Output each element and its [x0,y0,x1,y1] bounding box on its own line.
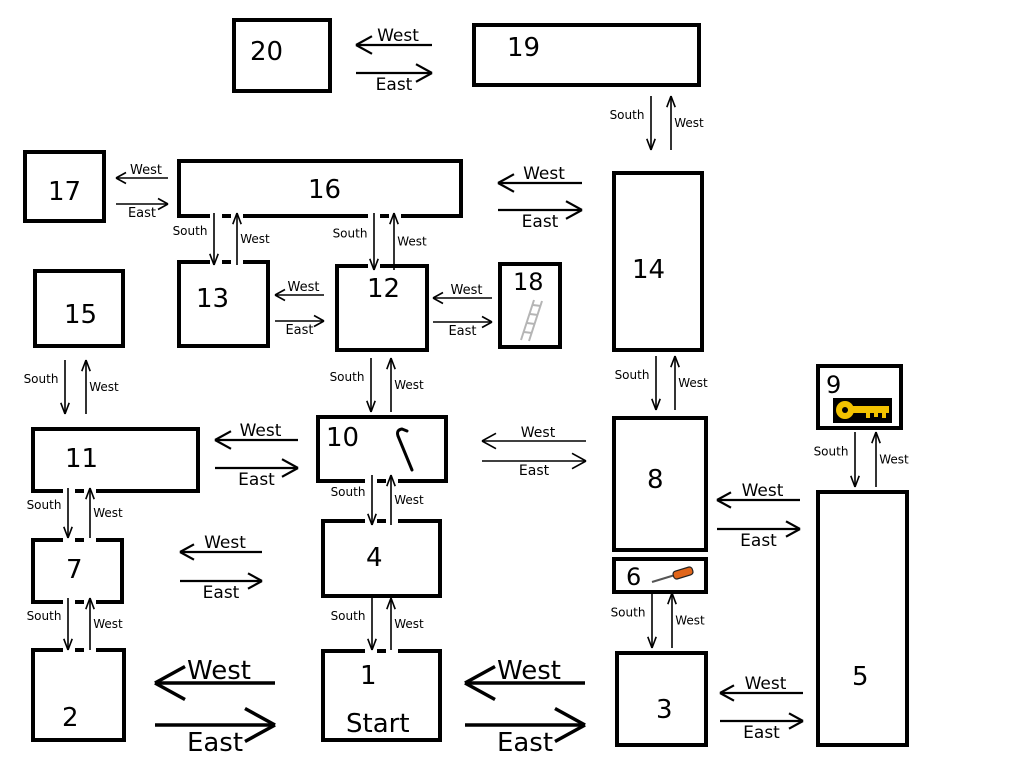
room-20-label: 20 [250,37,283,67]
east-label-11-10: East [238,470,275,490]
room-3-label: 3 [656,695,673,725]
room-6[interactable] [612,557,708,594]
south-label-11-7: South [27,498,62,512]
west-label-v-16-13: West [240,232,270,246]
west-label-12-18: West [451,283,483,298]
room-16[interactable] [177,159,463,218]
room-5[interactable] [816,490,909,747]
south-label-4-1: South [331,609,366,623]
room-5-label: 5 [852,662,869,692]
direction-labels: WestEastWestEastWestEastWestEastWestEast… [24,26,909,758]
east-label-8-5: East [740,531,777,551]
south-label-16-12: South [333,227,368,241]
room-16-label: 16 [308,175,341,205]
room-17[interactable] [23,150,106,223]
room-15-label: 15 [64,300,97,330]
south-label-9-5: South [814,445,849,459]
east-label-1-3: East [497,728,553,758]
east-label-17-16: East [128,206,156,221]
west-label-20-19: West [377,26,419,46]
room-18[interactable] [498,262,562,349]
room-1-start-label: Start [346,709,410,739]
room-19-label: 19 [507,33,540,63]
room-17-label: 17 [48,177,81,207]
east-label-10-8: East [519,463,550,479]
room-6-label: 6 [626,563,641,591]
south-label-6-3: South [611,606,646,620]
screwdriver-icon [651,566,694,583]
west-label-2-1: West [187,656,251,686]
room-14-label: 14 [632,255,665,285]
west-label-17-16: West [130,163,162,178]
west-label-3-5: West [745,674,787,694]
west-label-11-10: West [240,421,282,441]
room-12-label: 12 [367,274,400,304]
west-label-16-14: West [523,164,565,184]
west-label-1-3: West [497,656,561,686]
connection-arrows [60,35,881,744]
east-label-2-1: East [187,728,243,758]
room-11[interactable] [31,427,200,493]
room-20[interactable] [232,18,332,93]
west-label-v-12-10: West [394,378,424,392]
west-label-v-14-8: West [678,376,708,390]
west-label-v-9-5: West [879,453,909,467]
room-15[interactable] [33,269,125,348]
room-12[interactable] [335,264,429,352]
room-8[interactable] [612,416,708,552]
east-label-13-12: East [285,323,313,338]
east-label-3-5: East [743,723,780,743]
west-label-13-12: West [288,280,320,295]
room-11-label: 11 [65,444,98,474]
room-labels: 20 19 17 16 14 15 13 12 18 9 11 10 8 7 4… [48,33,869,739]
west-label-v-7-2: West [93,617,123,631]
crowbar-icon [396,427,414,472]
west-label-v-19-14: West [674,116,704,130]
west-label-v-16-12: West [397,235,427,249]
room-2-label: 2 [62,703,79,733]
west-label-10-8: West [521,425,556,441]
west-label-v-4-1: West [394,617,424,631]
room-13-label: 13 [196,284,229,314]
room-9-label: 9 [826,371,841,399]
room-19[interactable] [472,23,701,87]
key-icon [833,398,892,423]
east-label-16-14: East [522,212,559,232]
south-label-7-2: South [27,609,62,623]
west-label-8-5: West [742,481,784,501]
south-label-10-4: South [331,485,366,499]
west-label-v-6-3: West [675,614,705,628]
room-1-label: 1 [360,661,377,691]
west-label-v-10-4: West [394,493,424,507]
east-label-7-4: East [203,583,240,603]
door-gap-dashes [75,214,389,653]
room-10-label: 10 [326,423,359,453]
room-4-label: 4 [366,543,383,573]
ladder-icon [520,299,543,342]
room-9[interactable] [816,364,903,430]
room-8-label: 8 [647,465,664,495]
rooms [23,18,909,747]
south-label-15-11: South [24,372,59,386]
room-14[interactable] [612,171,704,352]
south-label-16-13: South [173,224,208,238]
room-3[interactable] [615,651,708,747]
south-label-19-14: South [610,108,645,122]
west-label-7-4: West [204,533,246,553]
west-label-v-15-11: West [89,380,119,394]
room-7-label: 7 [66,555,83,585]
room-18-label: 18 [513,268,544,296]
east-label-12-18: East [448,324,476,339]
west-label-v-11-7: West [93,506,123,520]
south-label-12-10: South [330,370,365,384]
south-label-14-8: South [615,368,650,382]
east-label-20-19: East [376,75,413,95]
